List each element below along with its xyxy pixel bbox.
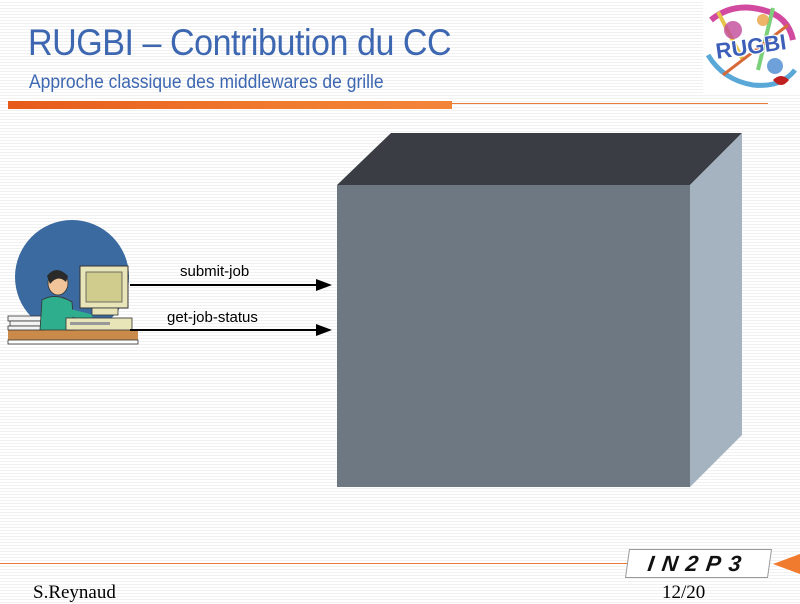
grid-black-box-cube: [337, 133, 742, 487]
footer-rule: [0, 563, 628, 564]
footer-author: S.Reynaud: [33, 582, 116, 603]
submit-job-arrow: [130, 279, 332, 291]
in2p3-logo-text: IN2P3: [646, 551, 751, 576]
footer-page-number: 12/20: [662, 582, 706, 603]
in2p3-arrow-icon: [773, 554, 800, 574]
submit-job-label: submit-job: [180, 263, 250, 280]
cube-front-face: [337, 185, 690, 487]
cube-top-face: [337, 133, 742, 185]
user-at-computer-icon: [7, 220, 139, 345]
title-underline-thin: [452, 103, 768, 104]
title-underline: [8, 101, 452, 109]
cube-side-face: [690, 133, 742, 487]
rugbi-logo-icon: [703, 0, 800, 95]
get-job-status-label: get-job-status: [167, 309, 258, 326]
slide-title: RUGBI – Contribution du CC: [28, 22, 452, 63]
in2p3-logo: IN2P3: [624, 549, 773, 578]
slide-subtitle: Approche classique des middlewares de gr…: [29, 72, 384, 93]
get-job-status-arrow: [130, 324, 332, 336]
